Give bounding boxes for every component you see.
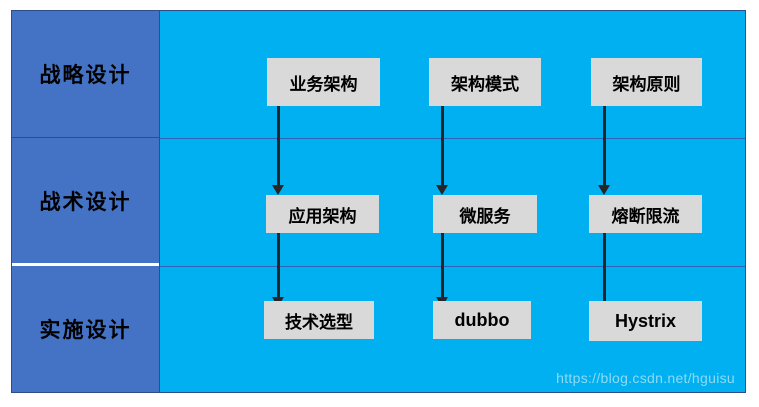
node-label-circuit-breaker-rate-limit: 熔断限流 xyxy=(611,206,680,226)
node-label-dubbo: dubbo xyxy=(454,309,510,330)
node-label-microservice: 微服务 xyxy=(459,206,511,226)
band-divider-strategic-tactical xyxy=(160,138,745,139)
node-label-business-architecture: 业务架构 xyxy=(289,74,358,94)
phase-label-strategic: 战略设计 xyxy=(39,62,132,87)
node-hystrix[interactable]: Hystrix xyxy=(589,301,702,341)
band-divider-tactical-implementation xyxy=(160,266,745,267)
node-microservice[interactable]: 微服务 xyxy=(433,195,537,233)
node-label-hystrix: Hystrix xyxy=(614,310,677,331)
node-label-architecture-pattern: 架构模式 xyxy=(451,74,519,94)
connector-pattern-to-microservice xyxy=(432,106,452,195)
node-label-technology-selection: 技术选型 xyxy=(285,312,353,332)
connector-principle-to-circuit xyxy=(594,106,614,195)
connector-business-to-application xyxy=(268,106,288,195)
connector-application-to-technology xyxy=(268,233,288,307)
diagram-canvas: 业务架构 架构模式 架构原则 应用架构 微服务 熔断限流 技术选型 dubbo … xyxy=(159,11,745,392)
phase-cell-implementation: 实施设计 xyxy=(12,266,159,392)
node-architecture-principle[interactable]: 架构原则 xyxy=(591,58,702,106)
watermark-url: https://blog.csdn.net/hguisu xyxy=(556,370,735,386)
node-label-application-architecture: 应用架构 xyxy=(288,206,357,226)
node-circuit-breaker-rate-limit[interactable]: 熔断限流 xyxy=(589,195,702,233)
node-architecture-pattern[interactable]: 架构模式 xyxy=(429,58,541,106)
phase-label-implementation: 实施设计 xyxy=(39,318,132,343)
node-business-architecture[interactable]: 业务架构 xyxy=(267,58,380,106)
phase-cell-strategic: 战略设计 xyxy=(12,11,159,138)
phase-label-tactical: 战术设计 xyxy=(39,189,132,214)
architecture-layers-diagram: 战略设计 战术设计 实施设计 xyxy=(11,10,746,393)
connector-microservice-to-dubbo xyxy=(432,233,452,307)
phase-cell-tactical: 战术设计 xyxy=(12,138,159,267)
node-dubbo[interactable]: dubbo xyxy=(433,301,531,339)
node-label-architecture-principle: 架构原则 xyxy=(612,74,681,94)
node-application-architecture[interactable]: 应用架构 xyxy=(266,195,379,233)
node-technology-selection[interactable]: 技术选型 xyxy=(264,301,374,339)
phase-column: 战略设计 战术设计 实施设计 xyxy=(12,11,159,392)
